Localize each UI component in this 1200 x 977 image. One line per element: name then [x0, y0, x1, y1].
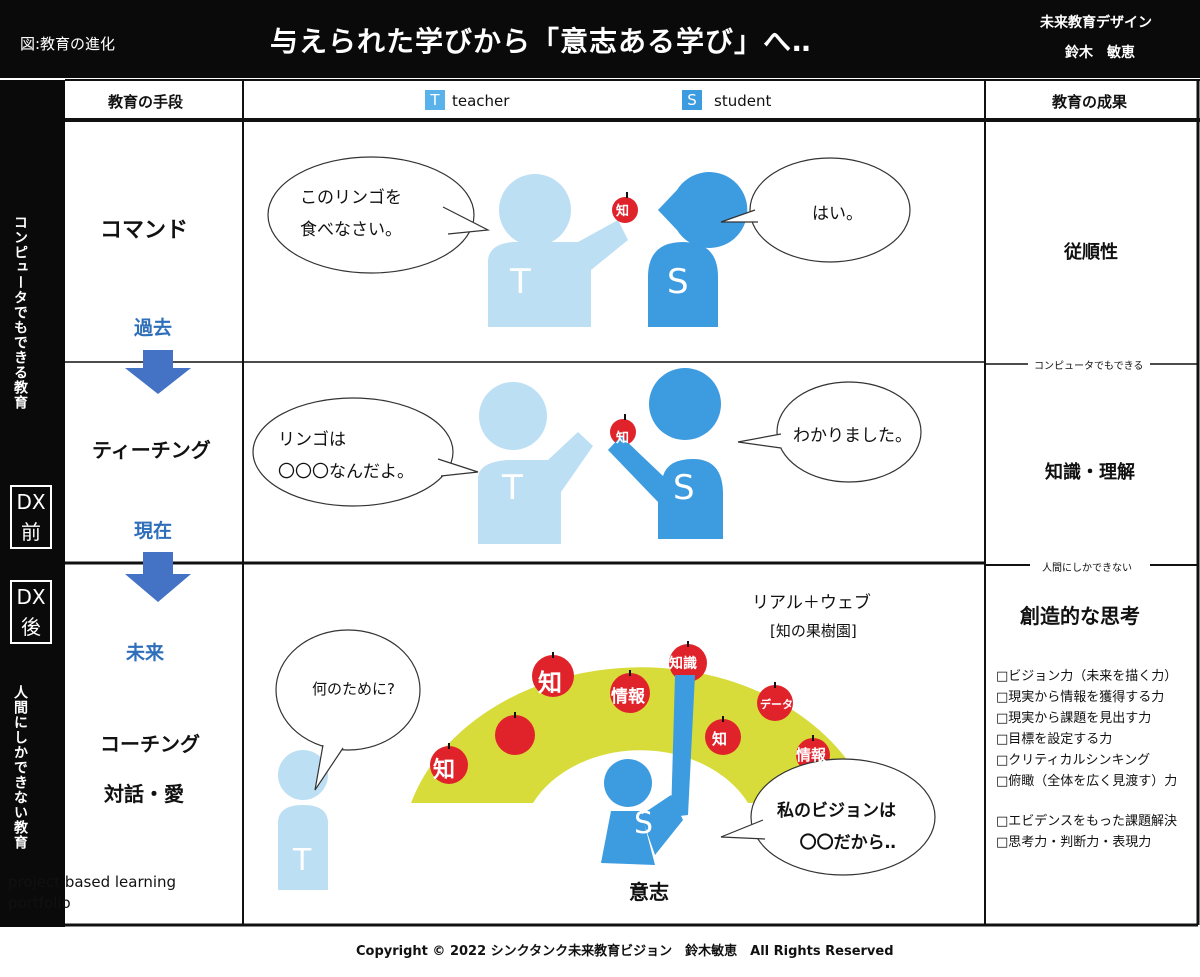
human-education-vertical-label: 人間にしかできない教育 [12, 685, 28, 850]
apple-knowledge-label: 知 [616, 204, 630, 219]
copyright-footer: Copyright © 2022 シンクタンク未来教育ビジョン 鈴木敏恵 All… [356, 944, 894, 959]
checklist-item: □クリティカルシンキング [996, 753, 1151, 768]
teacher-badge: T [425, 90, 445, 110]
teacher-letter: T [502, 468, 523, 508]
student-letter: S [673, 468, 695, 508]
speech-line: 〇〇〇なんだよ。 [278, 462, 414, 482]
apple-label: 情報 [796, 746, 827, 764]
author-name: 鈴木 敏恵 [1065, 45, 1135, 61]
speech-line: 食べなさい。 [300, 220, 402, 240]
teaching-speech-left: リンゴは 〇〇〇なんだよ。 [278, 424, 414, 488]
dx-after-box: DX 後 [10, 580, 52, 644]
checklist-item: □俯瞰（全体を広く見渡す）力 [996, 774, 1178, 789]
row-label-dialogue-love: 対話・愛 [104, 782, 184, 806]
checklist-item: □現実から課題を見出す力 [996, 711, 1152, 726]
figure-label: 図:教育の進化 [20, 35, 116, 53]
header-result: 教育の成果 [1052, 93, 1128, 111]
checklist-item: □エビデンスをもった課題解決 [996, 814, 1178, 829]
checklist-item: □思考力・判断力・表現力 [996, 835, 1152, 850]
coaching-speech-right: 私のビジョンは 〇〇だから‥ [777, 795, 896, 859]
checklist-item: □ビジョン力（未来を描く力） [996, 669, 1178, 684]
coaching-speech-left: 何のために? [312, 680, 395, 698]
result-obedience: 従順性 [1064, 242, 1118, 263]
student-letter: S [667, 262, 689, 302]
speech-line: このリンゴを [300, 188, 402, 208]
student-label: student [714, 92, 772, 110]
era-present: 現在 [134, 520, 173, 542]
apple-label: 知 [538, 669, 562, 697]
coaching-scene [275, 629, 936, 890]
computer-education-vertical-label: コンピュータでもできる教育 [12, 215, 28, 410]
result-knowledge: 知識・理解 [1045, 462, 1135, 483]
organization-name: 未来教育デザイン [1040, 15, 1152, 31]
orchard-arc [411, 667, 871, 803]
checklist-item: □現実から情報を獲得する力 [996, 690, 1165, 705]
pbl-line: project based learning [8, 873, 177, 891]
arrow-down-icon [125, 350, 191, 394]
teacher-letter: T [293, 843, 312, 878]
apple-label: 知 [712, 730, 728, 748]
checklist-item: □目標を設定する力 [996, 732, 1113, 747]
apple-knowledge-label: 知 [616, 431, 630, 446]
arrow-down-icon [125, 552, 191, 602]
teacher-label: teacher [452, 92, 510, 110]
student-badge: S [682, 90, 702, 110]
pbl-line: portfolio [8, 894, 71, 912]
result-creative-thinking: 創造的な思考 [1020, 604, 1140, 628]
dx-after-line1: DX [16, 585, 46, 609]
command-scene [267, 156, 911, 327]
row-label-command: コマンド [100, 218, 189, 243]
teaching-speech-right: わかりました。 [793, 426, 912, 446]
speech-line: 私のビジョンは [777, 801, 896, 821]
row-label-coaching: コーチング [100, 732, 200, 756]
divider-computer-label: コンピュータでもできる [1028, 357, 1150, 372]
header-means: 教育の手段 [108, 93, 184, 111]
era-future: 未来 [126, 642, 165, 664]
skills-checklist-a: □ビジョン力（未来を描く力） □現実から情報を獲得する力 □現実から課題を見出す… [996, 666, 1177, 792]
main-title: 与えられた学びから「意志ある学び」へ‥ [270, 25, 812, 58]
orchard-title: リアル＋ウェブ [752, 593, 871, 613]
apple-label: データ [760, 698, 793, 711]
dx-after-line2: 後 [21, 615, 41, 639]
speech-line: リンゴは [278, 430, 346, 450]
teaching-scene [252, 368, 922, 544]
will-label: 意志 [629, 880, 669, 904]
apple-label: 知 [433, 758, 456, 783]
era-past: 過去 [134, 317, 173, 339]
row-label-teaching: ティーチング [92, 438, 211, 462]
student-letter: S [634, 806, 654, 841]
dx-before-box: DX 前 [10, 485, 52, 549]
command-speech-right: はい。 [812, 204, 863, 224]
command-speech-left: このリンゴを 食べなさい。 [300, 182, 402, 246]
skills-checklist-b: □エビデンスをもった課題解決 □思考力・判断力・表現力 [996, 811, 1177, 853]
title-bar: 図:教育の進化 与えられた学びから「意志ある学び」へ‥ 未来教育デザイン 鈴木 … [0, 0, 1200, 78]
orchard-subtitle: [知の果樹園] [770, 622, 857, 640]
teacher-letter: T [510, 262, 531, 302]
speech-line: 〇〇だから‥ [799, 833, 896, 853]
apple-label: 知識 [669, 656, 697, 672]
pbl-label: project based learning portfolio [8, 872, 176, 914]
apple-label: 情報 [611, 687, 645, 707]
divider-human-label: 人間にしかできない [1036, 559, 1138, 574]
dx-before-line1: DX [16, 490, 46, 514]
dx-before-line2: 前 [21, 520, 41, 544]
